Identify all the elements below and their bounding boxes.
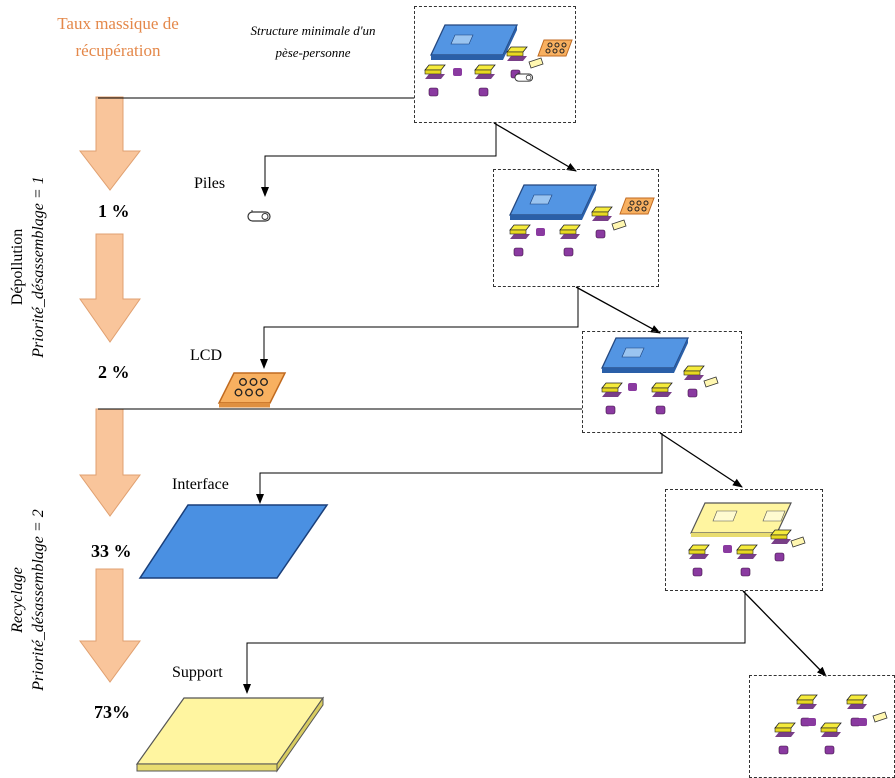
phase-label-recyclage: Recyclage Priorité_désassemblage = 2: [7, 480, 51, 720]
scale-assembly-no-battery: [508, 184, 655, 257]
stage-box-3: [582, 331, 742, 433]
title-line-1: Structure minimale d'un: [250, 23, 376, 38]
phase-1-priority: Priorité_désassemblage = 1: [30, 176, 47, 358]
connector-support: [243, 591, 746, 694]
connector-piles: [261, 123, 497, 197]
phase-2-name: Recyclage: [9, 567, 26, 633]
connector-interface: [256, 433, 663, 504]
header-line-2: récupération: [75, 41, 161, 60]
stage-box-1: [414, 6, 576, 123]
interface-plate: [138, 504, 329, 579]
flow-arrow-4: [79, 568, 141, 683]
lcd-icon: [217, 372, 287, 408]
stage-box-2: [493, 169, 659, 287]
rate-3: 33 %: [91, 541, 132, 561]
connector-step-3: [659, 432, 743, 488]
rate-2: 2 %: [98, 362, 130, 382]
flow-arrow-3: [79, 408, 141, 517]
rate-1: 1 %: [98, 201, 130, 221]
label-interface: Interface: [172, 476, 229, 493]
phase-1-name: Dépollution: [9, 228, 26, 306]
header-line-1: Taux massique de: [57, 14, 179, 33]
connector-step-2: [575, 286, 661, 334]
connector-step-4: [742, 590, 827, 677]
connector-step-1: [493, 122, 577, 172]
label-lcd: LCD: [190, 347, 222, 364]
recovery-rate-header: Taux massique de récupération: [38, 10, 198, 64]
stage-box-4: [665, 489, 823, 591]
flow-arrow-1: [78, 96, 142, 191]
scale-assembly-no-interface: [688, 502, 806, 577]
title-line-2: pèse-personne: [275, 45, 351, 60]
label-support: Support: [172, 664, 223, 681]
rate-4: 73%: [94, 702, 130, 722]
scale-assembly-no-lcd: [600, 337, 719, 415]
label-piles: Piles: [194, 175, 226, 192]
phase-label-depollution: Dépollution Priorité_désassemblage = 1: [7, 147, 51, 387]
scale-feet-remaining: [774, 694, 888, 755]
connector-lcd: [260, 287, 579, 369]
support-plate: [135, 696, 325, 773]
scale-assembly-full: [424, 24, 573, 97]
diagram-title: Structure minimale d'un pèse-personne: [228, 20, 398, 64]
phase-2-priority: Priorité_désassemblage = 2: [30, 509, 47, 691]
flow-arrow-2: [79, 233, 141, 343]
battery-icon: [247, 209, 271, 222]
stage-box-5: [749, 675, 895, 778]
